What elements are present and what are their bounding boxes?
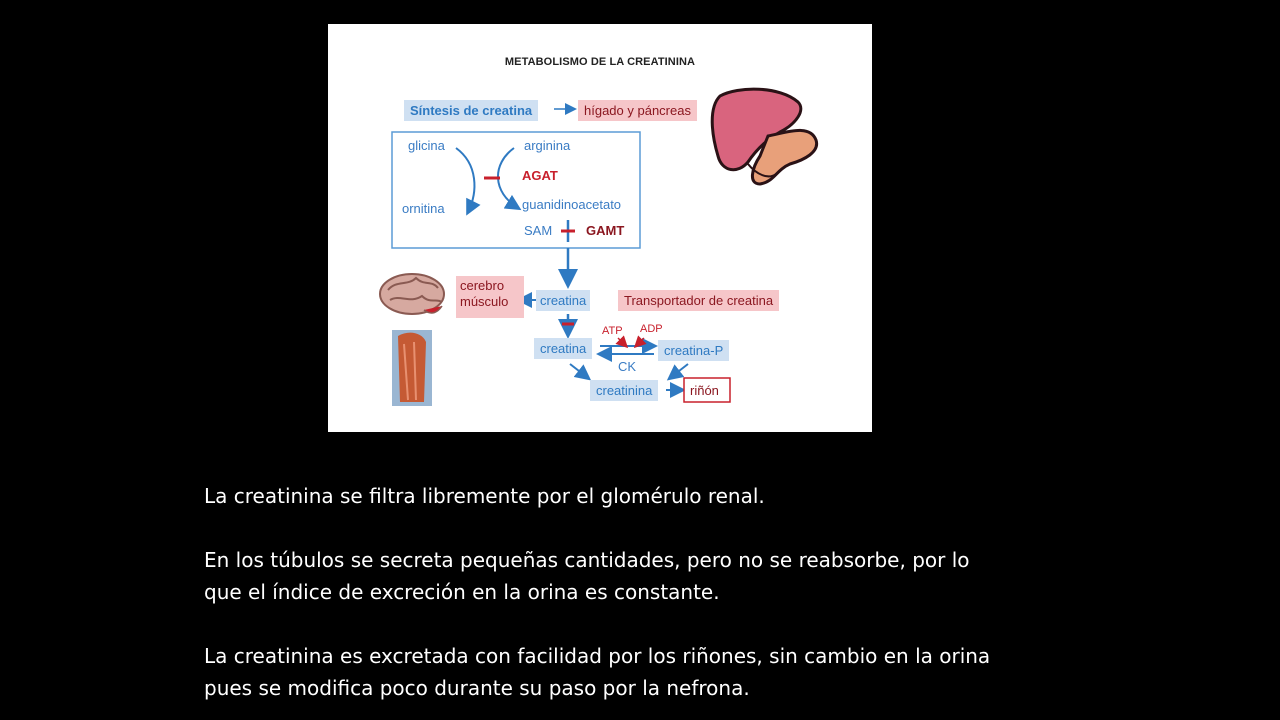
arginine-label: arginina: [524, 138, 571, 153]
caption-paragraph-3: La creatinina es excretada con facilidad…: [204, 640, 1084, 704]
liver-pancreas-icon: [710, 87, 819, 186]
gamt-label: GAMT: [586, 223, 625, 238]
caption-line: que el índice de excreción en la orina e…: [204, 580, 720, 604]
caption-line: pues se modifica poco durante su paso po…: [204, 676, 750, 700]
caption-line: La creatinina es excretada con facilidad…: [204, 644, 991, 668]
creatine-box-1: creatina: [536, 290, 591, 311]
brain-icon: [379, 273, 445, 315]
creatine-box-2: creatina: [534, 338, 593, 359]
creatinine-metabolism-diagram: METABOLISMO DE LA CREATININA Síntesis de…: [328, 24, 872, 432]
adp-label: ADP: [640, 323, 663, 335]
kidney-label: riñón: [690, 383, 719, 398]
ornithine-label: ornitina: [402, 201, 445, 216]
diagram-arrows: [379, 87, 819, 406]
brain-muscle-label: cerebro músculo: [456, 276, 524, 318]
creatine-transporter-label: Transportador de creatina: [618, 290, 780, 311]
creatinine-box: creatinina: [590, 380, 659, 401]
brain-label: cerebro: [460, 278, 505, 293]
caption-paragraph-1: La creatinina se filtra libremente por e…: [204, 480, 1084, 512]
caption-line: La creatinina se filtra libremente por e…: [204, 484, 765, 508]
muscle-label: músculo: [460, 294, 509, 309]
synthesis-label: Síntesis de creatina: [404, 100, 539, 121]
liver-pancreas-label: hígado y páncreas: [578, 100, 697, 121]
caption-line: En los túbulos se secreta pequeñas canti…: [204, 548, 970, 572]
guanidinoacetate-label: guanidinoacetato: [522, 197, 622, 212]
phosphocreatine-box: creatina-P: [658, 340, 730, 361]
diagram-title: METABOLISMO DE LA CREATININA: [504, 56, 696, 68]
glycine-label: glicina: [408, 138, 445, 153]
caption-paragraph-2: En los túbulos se secreta pequeñas canti…: [204, 544, 1084, 608]
agat-label: AGAT: [522, 168, 558, 183]
ck-label: CK: [618, 359, 637, 374]
sam-label: SAM: [524, 223, 553, 238]
muscle-icon: [392, 330, 432, 406]
atp-label: ATP: [602, 325, 623, 337]
